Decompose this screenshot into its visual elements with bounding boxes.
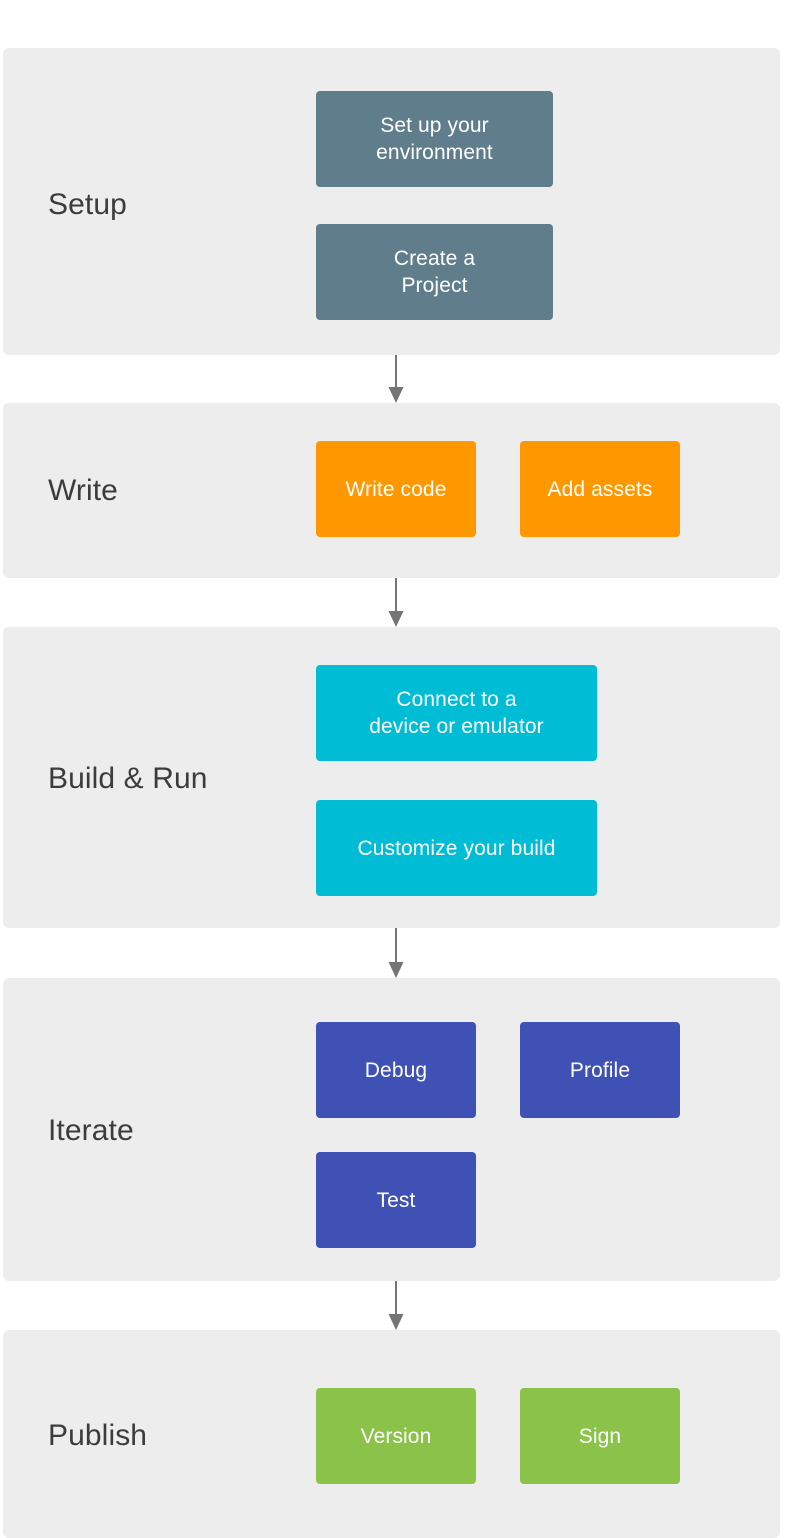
node-sign[interactable]: Sign (520, 1388, 680, 1484)
arrow-down-icon (388, 355, 404, 403)
node-set-up-your-environment[interactable]: Set up your environment (316, 91, 553, 187)
arrow-down-icon (388, 928, 404, 978)
stage-label-setup: Setup (48, 188, 127, 221)
node-connect-to-a-device-or-emulator[interactable]: Connect to a device or emulator (316, 665, 597, 761)
stage-label-iterate: Iterate (48, 1114, 134, 1147)
node-test[interactable]: Test (316, 1152, 476, 1248)
arrow-down-icon (388, 578, 404, 627)
stage-label-build-and-run: Build & Run (48, 762, 208, 795)
connector-build-and-run-to-iterate (381, 928, 411, 978)
connector-write-to-build-and-run (381, 578, 411, 627)
stage-label-write: Write (48, 474, 118, 507)
node-debug[interactable]: Debug (316, 1022, 476, 1118)
connector-setup-to-write (381, 355, 411, 403)
node-write-code[interactable]: Write code (316, 441, 476, 537)
node-version[interactable]: Version (316, 1388, 476, 1484)
node-profile[interactable]: Profile (520, 1022, 680, 1118)
node-create-a-project[interactable]: Create a Project (316, 224, 553, 320)
stage-label-publish: Publish (48, 1419, 148, 1452)
node-customize-your-build[interactable]: Customize your build (316, 800, 597, 896)
arrow-down-icon (388, 1281, 404, 1330)
node-add-assets[interactable]: Add assets (520, 441, 680, 537)
connector-iterate-to-publish (381, 1281, 411, 1330)
